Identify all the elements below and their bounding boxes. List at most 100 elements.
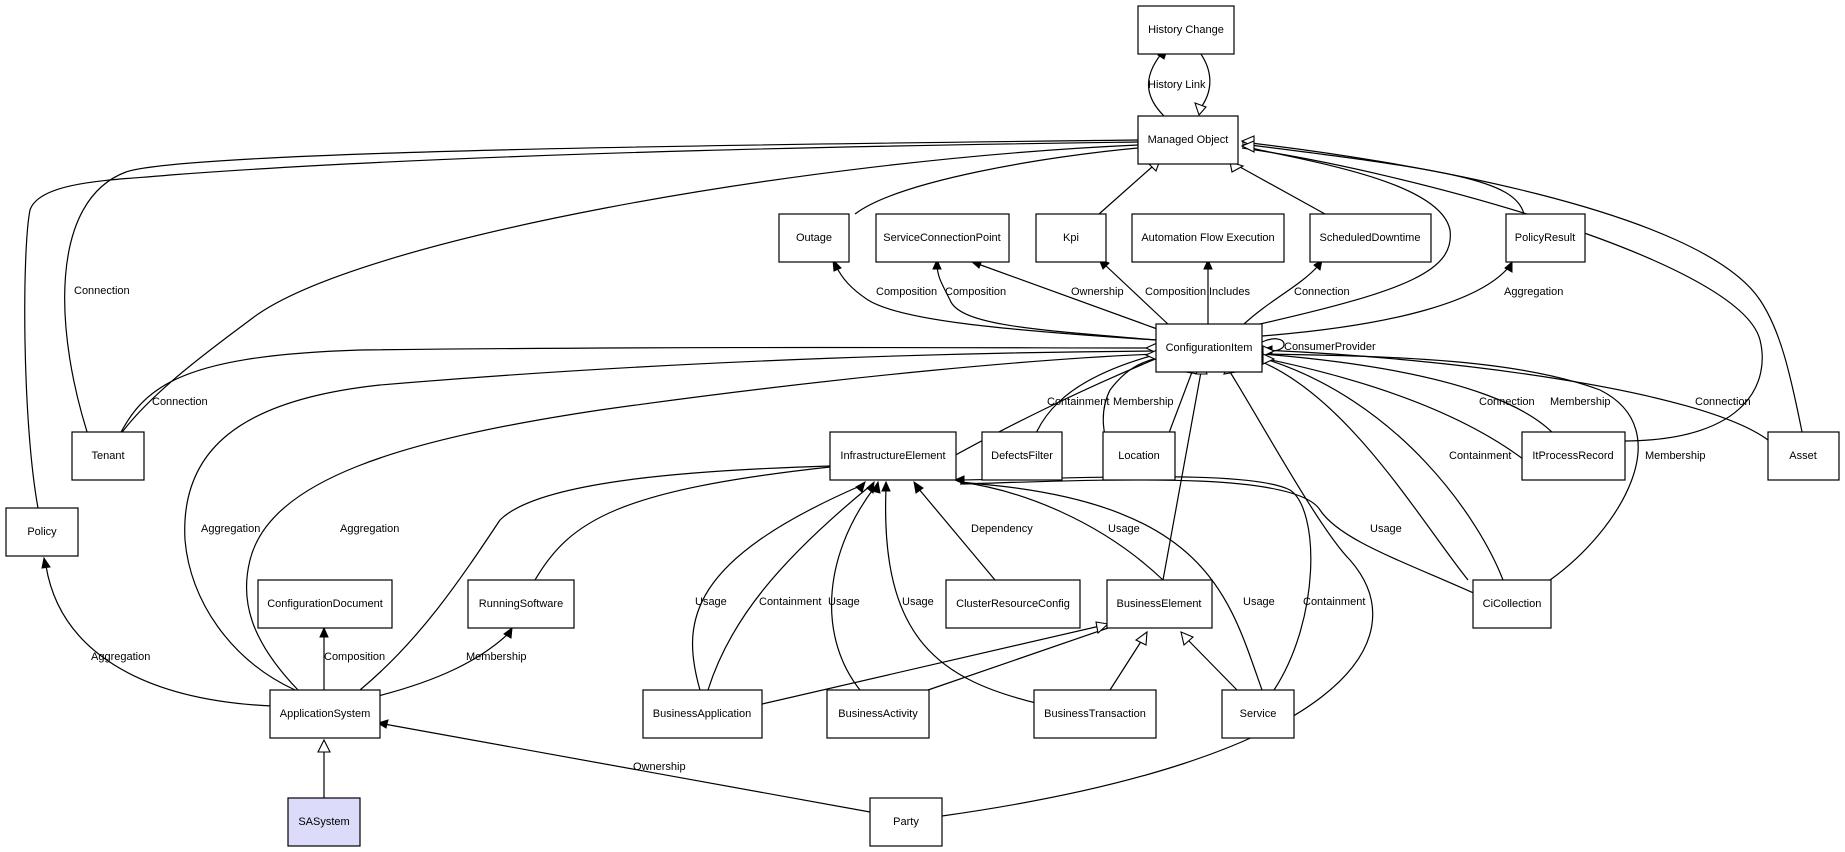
node-defects-filter[interactable]: DefectsFilter [981, 431, 1063, 481]
node-party[interactable]: Party [869, 797, 943, 847]
node-cluster-resource-config[interactable]: ClusterResourceConfig [945, 579, 1081, 629]
node-label: SASystem [298, 816, 349, 828]
edge-appsys-running-software-membership [377, 633, 509, 697]
node-label: ItProcessRecord [1532, 450, 1613, 462]
node-label: BusinessApplication [653, 708, 751, 720]
edge-arrowhead [913, 480, 924, 494]
edge-appsys-infra [359, 465, 831, 691]
label-containment: Containment [1047, 396, 1109, 408]
edge-business-activity-business-element [927, 627, 1109, 691]
edge-kpi-managed-object [1098, 166, 1153, 215]
node-label: ScheduledDowntime [1320, 232, 1421, 244]
node-service[interactable]: Service [1221, 689, 1295, 739]
node-service-connection-point[interactable]: ServiceConnectionPoint [875, 213, 1010, 263]
node-kpi[interactable]: Kpi [1035, 213, 1107, 263]
edge-ci-scp-composition [936, 265, 1157, 341]
label-outage-composition: Composition [876, 286, 937, 298]
node-policy-result[interactable]: PolicyResult [1505, 213, 1586, 263]
label-dependency: Dependency [971, 523, 1033, 535]
node-asset[interactable]: Asset [1767, 431, 1840, 481]
edge-outage-managed-object [854, 147, 1139, 215]
node-location[interactable]: Location [1102, 431, 1176, 481]
edge-downtime-managed-object [1239, 166, 1326, 215]
edge-business-element-infra-usage [959, 481, 1164, 581]
node-label: ServiceConnectionPoint [883, 232, 1000, 244]
node-history-change[interactable]: History Change [1137, 5, 1235, 55]
edge-business-application-infra-usage [691, 485, 861, 691]
node-it-process-record[interactable]: ItProcessRecord [1521, 431, 1626, 481]
node-business-activity[interactable]: BusinessActivity [826, 689, 930, 739]
edge-arrowhead [832, 258, 842, 272]
label-asset-connection: Connection [1695, 396, 1751, 408]
edge-business-activity-infra-usage [831, 487, 875, 691]
edge-business-element-ci-generalization [1162, 371, 1202, 581]
node-infrastructure-element[interactable]: InfrastructureElement [829, 431, 957, 481]
edge-arrowhead [376, 719, 389, 729]
edge-appsys-ci-aggregation-right [245, 353, 1159, 691]
edge-labels: History Link Connection Composition Comp… [74, 79, 1751, 773]
edge-generalization-head [317, 738, 331, 753]
node-business-transaction[interactable]: BusinessTransaction [1033, 689, 1157, 739]
label-aggregation-right: Aggregation [340, 523, 399, 535]
edge-arrowhead [871, 480, 881, 494]
edge-ci-outage-composition [835, 265, 1157, 341]
label-tenant-connection: Connection [74, 285, 130, 297]
edge-business-transaction-business-element [1109, 639, 1143, 691]
label-party-ownership: Ownership [633, 761, 686, 773]
edge-policy-managed-object [24, 141, 1139, 509]
edge-cluster-infra-dependency [917, 487, 996, 581]
label-bact-usage: Usage [828, 596, 860, 608]
edge-history-generalization [1197, 49, 1211, 107]
label-scp-composition: Composition [945, 286, 1006, 298]
node-configuration-item[interactable]: ConfigurationItem [1155, 323, 1263, 373]
label-it-process-connection: Connection [1479, 396, 1535, 408]
edge-generalization-head [1240, 140, 1255, 153]
label-it-process-membership: Membership [1550, 396, 1611, 408]
node-label: Outage [796, 232, 832, 244]
node-scheduled-downtime[interactable]: ScheduledDowntime [1309, 213, 1432, 263]
edge-party-ci-generalization [941, 371, 1374, 817]
label-bt-usage: Usage [902, 596, 934, 608]
edge-tenant-ci-connection [112, 346, 1159, 449]
node-tenant[interactable]: Tenant [71, 431, 145, 481]
label-ba-usage: Usage [695, 596, 727, 608]
node-label: Managed Object [1148, 134, 1229, 146]
node-managed-object[interactable]: Managed Object [1137, 115, 1239, 165]
node-configuration-document[interactable]: ConfigurationDocument [257, 579, 393, 629]
edge-arrowhead [953, 475, 965, 485]
node-policy[interactable]: Policy [5, 507, 79, 557]
node-running-software[interactable]: RunningSoftware [467, 579, 575, 629]
edge-ci-downtime-connection [1243, 265, 1319, 325]
node-outage[interactable]: Outage [778, 213, 850, 263]
node-application-system[interactable]: ApplicationSystem [269, 689, 381, 739]
node-business-element[interactable]: BusinessElement [1106, 579, 1213, 629]
node-label: Service [1240, 708, 1277, 720]
label-be-usage: Usage [1108, 523, 1140, 535]
node-label: Automation Flow Execution [1141, 232, 1274, 244]
node-label: Policy [27, 526, 57, 538]
edge-ci-scp-ownership [977, 263, 1161, 331]
edge-arrowhead [855, 480, 866, 493]
node-label: ConfigurationItem [1166, 342, 1253, 354]
node-sa-system[interactable]: SASystem [287, 797, 361, 847]
node-automation-flow-execution[interactable]: Automation Flow Execution [1131, 213, 1285, 263]
edge-running-software-infra [534, 466, 831, 581]
node-label: DefectsFilter [991, 450, 1053, 462]
node-ci-collection[interactable]: CiCollection [1472, 579, 1552, 629]
edge-arrowhead [41, 556, 51, 569]
label-aggregation-left: Aggregation [201, 523, 260, 535]
label-composition: Composition [324, 651, 385, 663]
edge-generalization-head [1180, 631, 1195, 647]
edge-arrowhead [503, 626, 513, 639]
edge-generalization-head [1194, 102, 1207, 117]
node-business-application[interactable]: BusinessApplication [642, 689, 763, 739]
node-label: ClusterResourceConfig [956, 598, 1070, 610]
edge-appsys-ci-aggregation-left [184, 350, 1159, 691]
edge-itprocess-ci-connection [1261, 357, 1533, 467]
edge-arrowhead [1203, 258, 1213, 270]
edge-generalization-head [1262, 353, 1276, 365]
node-label: CiCollection [1483, 598, 1542, 610]
label-ownership: Ownership [1071, 286, 1124, 298]
edge-cicollection-ci-containment [1261, 361, 1469, 581]
